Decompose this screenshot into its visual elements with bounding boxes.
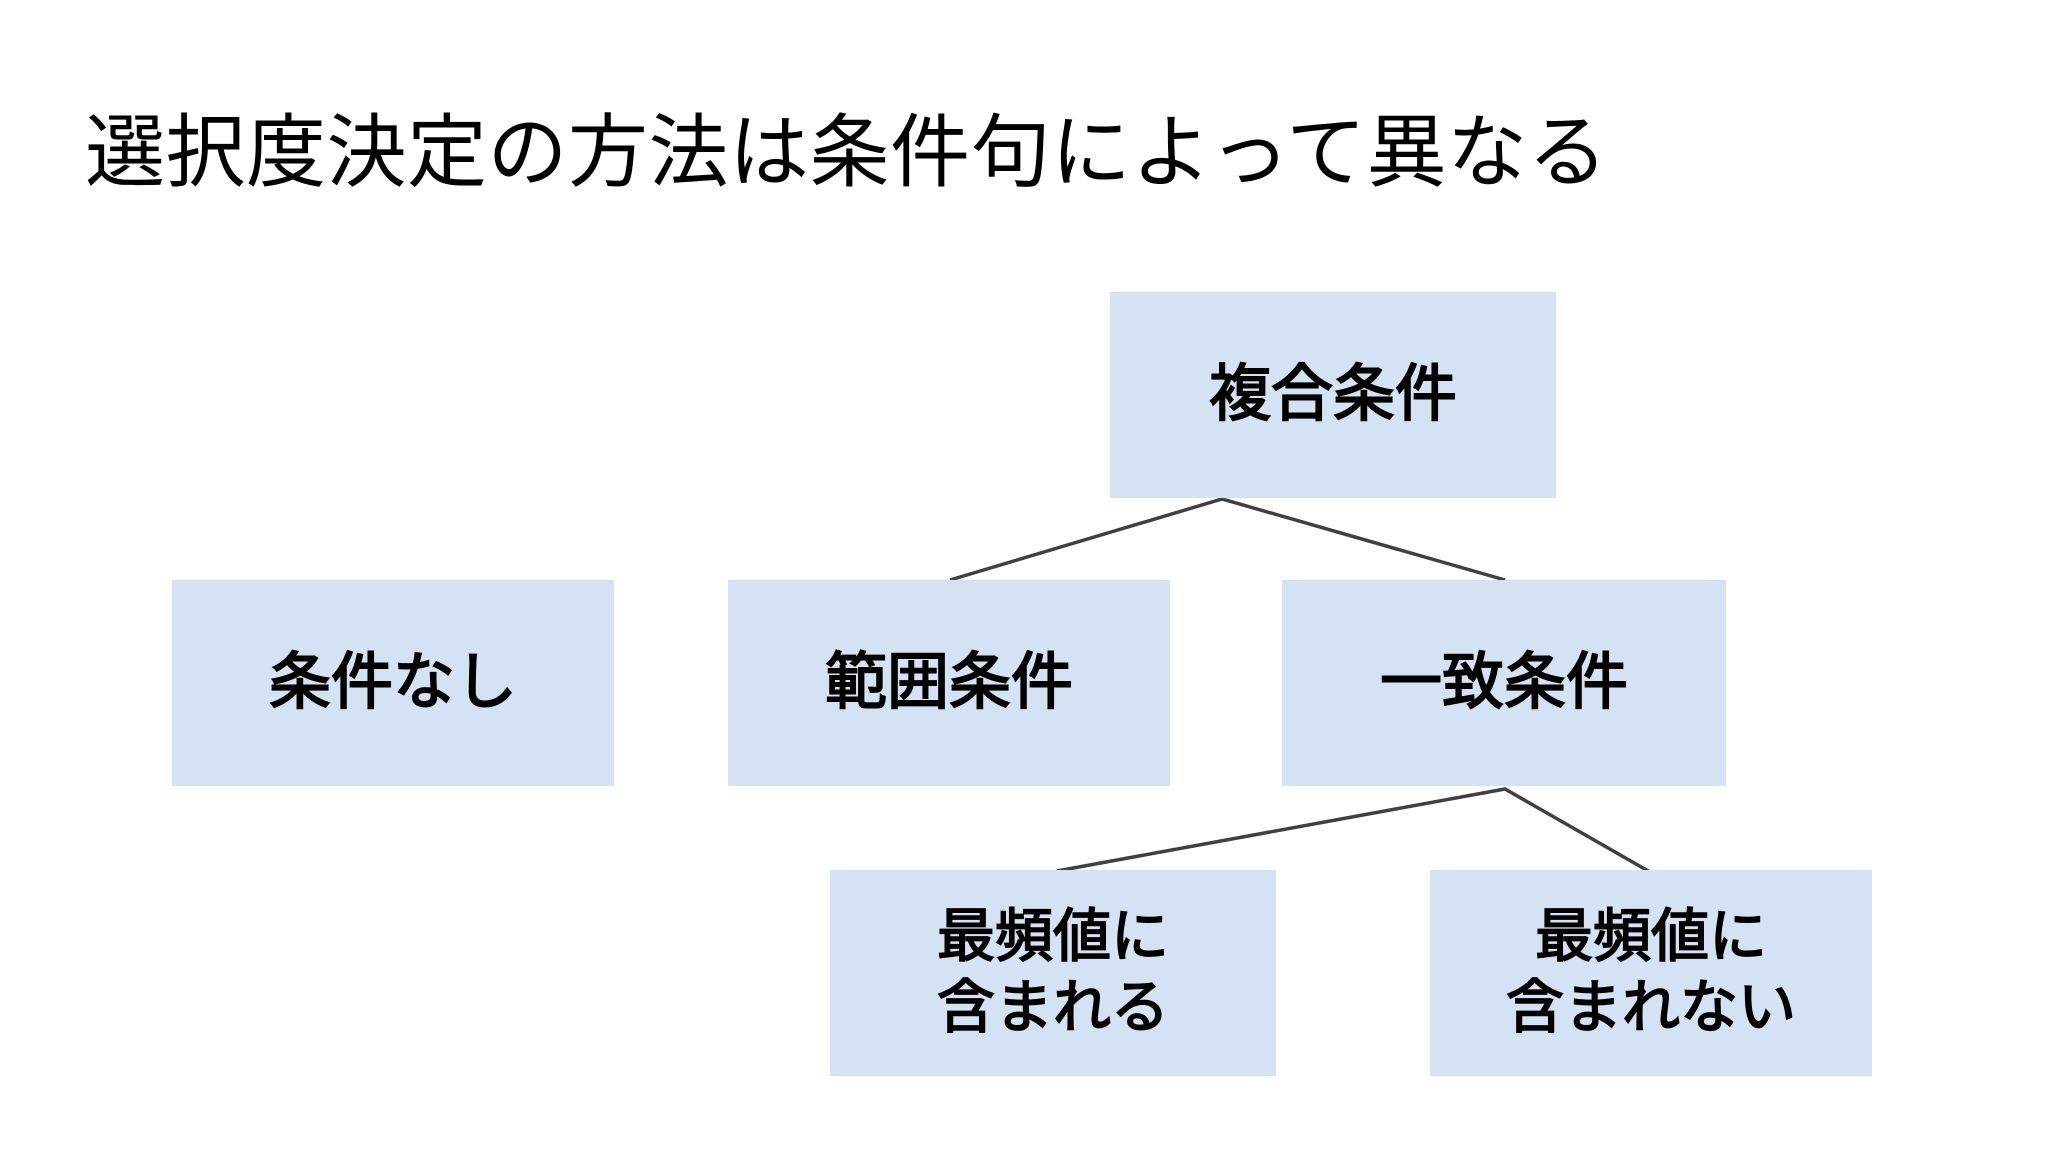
node-label: 範囲条件 bbox=[824, 648, 1073, 718]
connector-composite-children bbox=[949, 497, 1506, 582]
node-composite-condition[interactable]: 複合条件 bbox=[1110, 292, 1556, 498]
node-range-condition[interactable]: 範囲条件 bbox=[728, 580, 1170, 786]
node-label: 条件なし bbox=[268, 648, 517, 718]
node-label: 一致条件 bbox=[1379, 648, 1628, 718]
connector-match-children bbox=[1056, 787, 1651, 874]
node-not-included-in-mode[interactable]: 最頻値に 含まれない bbox=[1430, 870, 1872, 1076]
node-match-condition[interactable]: 一致条件 bbox=[1282, 580, 1726, 786]
page-title: 選択度決定の方法は条件句によって異なる bbox=[85, 108, 1609, 197]
node-label: 最頻値に 含まれる bbox=[936, 904, 1169, 1040]
node-no-condition[interactable]: 条件なし bbox=[172, 580, 614, 786]
node-included-in-mode[interactable]: 最頻値に 含まれる bbox=[830, 870, 1276, 1076]
node-label: 複合条件 bbox=[1208, 360, 1457, 430]
node-label: 最頻値に 含まれない bbox=[1505, 904, 1796, 1040]
